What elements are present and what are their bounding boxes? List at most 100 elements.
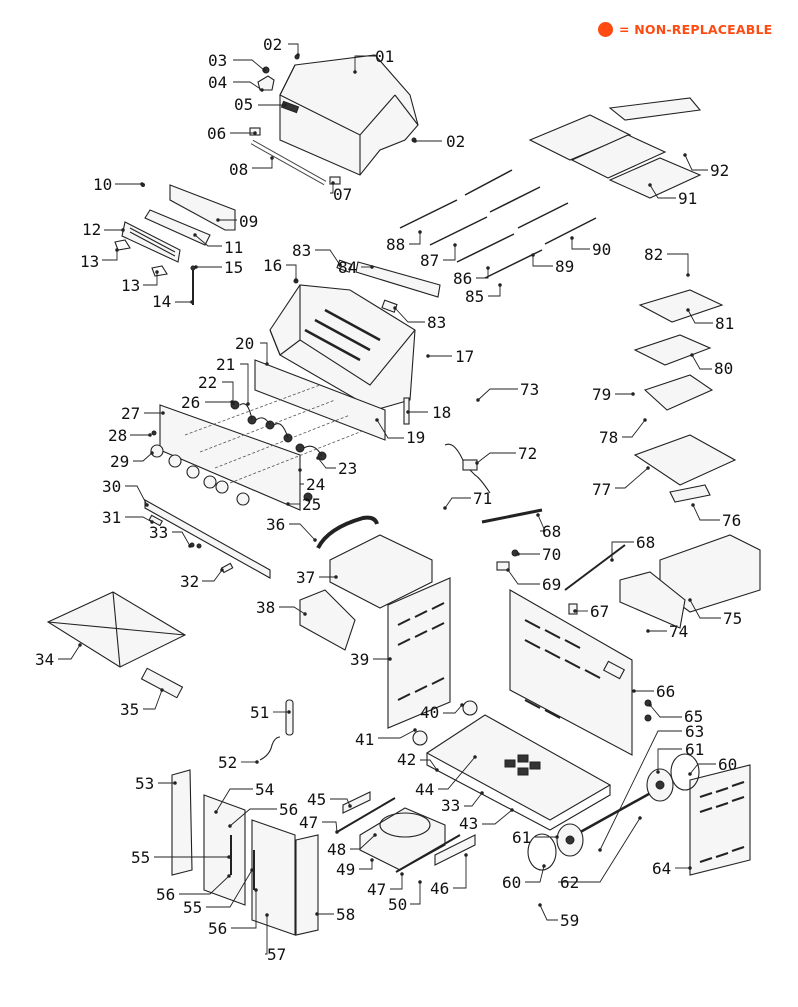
leader-line-16	[286, 264, 297, 280]
part-callout-13a: 13	[80, 252, 99, 271]
leader-line-59	[539, 904, 558, 921]
leader-tip-32	[220, 568, 224, 572]
leader-tip-33a	[188, 544, 192, 548]
leader-line-87	[443, 245, 456, 261]
part-callout-87: 87	[420, 251, 439, 270]
leader-tip-57	[265, 913, 269, 917]
leader-tip-41	[413, 728, 417, 732]
leader-line-56c	[231, 890, 257, 929]
part-callout-42: 42	[397, 750, 416, 769]
leader-line-72	[476, 452, 516, 464]
leader-line-42	[420, 759, 438, 771]
leader-tip-53	[173, 781, 177, 785]
part-callout-34: 34	[35, 650, 54, 669]
leader-line-13a	[102, 250, 118, 261]
leader-line-24	[299, 470, 304, 485]
part-callout-18: 18	[432, 403, 451, 422]
leader-line-45	[330, 798, 351, 807]
leader-line-60b	[689, 763, 716, 775]
leader-line-63	[599, 730, 682, 851]
leader-tip-05	[283, 103, 287, 107]
leader-line-61b	[657, 748, 682, 772]
part-callout-39: 39	[350, 650, 369, 669]
part-callout-49: 49	[336, 860, 355, 879]
part-firebox	[269, 284, 416, 411]
leader-tip-07	[331, 181, 335, 185]
leader-line-20	[260, 342, 268, 364]
part-callout-61a: 61	[512, 828, 531, 847]
part-callout-80: 80	[714, 359, 733, 378]
part-callout-40: 40	[420, 703, 439, 722]
leader-tip-51	[287, 710, 291, 714]
leader-tip-13a	[115, 248, 119, 252]
leader-tip-55b	[250, 868, 254, 872]
part-callout-45: 45	[307, 790, 326, 809]
part-callout-78: 78	[599, 428, 618, 447]
leader-tip-82	[686, 273, 690, 277]
leader-line-13b	[143, 272, 158, 286]
leader-lines	[58, 43, 721, 955]
leader-line-41	[378, 729, 416, 739]
leader-tip-15	[194, 265, 198, 269]
part-callout-77: 77	[592, 480, 611, 499]
leader-tip-61a	[555, 835, 559, 839]
leader-tip-38	[303, 612, 307, 616]
part-callout-88: 88	[386, 235, 405, 254]
leader-line-47a	[322, 821, 338, 833]
leader-tip-77	[646, 466, 650, 470]
part-callout-37: 37	[296, 568, 315, 587]
non-replaceable-marker-icon	[598, 22, 613, 37]
part-callout-91: 91	[678, 189, 697, 208]
part-callout-56a: 56	[279, 800, 298, 819]
part-callout-31: 31	[102, 508, 121, 527]
part-callout-59: 59	[560, 911, 579, 930]
part-lid	[279, 54, 419, 176]
part-callout-57: 57	[267, 945, 286, 964]
leader-tip-84	[370, 265, 374, 269]
leader-tip-87	[453, 243, 457, 247]
leader-line-44	[438, 756, 476, 790]
leader-tip-64	[688, 866, 692, 870]
leader-line-22	[222, 381, 234, 403]
leader-tip-02b	[413, 139, 417, 143]
part-callout-86: 86	[453, 269, 472, 288]
part-callout-02b: 02	[446, 132, 465, 151]
leader-line-07	[330, 183, 334, 194]
leader-line-23	[317, 457, 336, 469]
leader-tip-63	[598, 848, 602, 852]
leader-tip-74	[646, 629, 650, 633]
leader-line-71	[444, 497, 471, 509]
leader-tip-42	[435, 768, 439, 772]
leader-tip-04	[260, 88, 264, 92]
part-callout-04: 04	[208, 73, 227, 92]
part-callout-55b: 55	[183, 898, 202, 917]
part-callout-46: 46	[430, 879, 449, 898]
part-callout-79: 79	[592, 385, 611, 404]
part-callout-35: 35	[120, 700, 139, 719]
part-callout-03: 03	[208, 51, 227, 70]
leader-line-02a	[288, 43, 299, 55]
leader-line-91	[649, 184, 676, 199]
leader-tip-73	[476, 398, 480, 402]
leader-tip-55a	[227, 855, 231, 859]
part-callout-10: 10	[93, 175, 112, 194]
part-callout-12: 12	[82, 220, 101, 239]
leader-tip-47b	[400, 872, 404, 876]
leader-tip-56b	[227, 874, 231, 878]
part-callout-05: 05	[234, 95, 253, 114]
leader-tip-79	[631, 392, 635, 396]
leader-line-76	[692, 504, 720, 521]
leader-line-82	[667, 253, 689, 275]
leader-tip-70	[516, 552, 520, 556]
part-callout-60a: 60	[502, 873, 521, 892]
leader-tip-75	[688, 598, 692, 602]
part-callout-89: 89	[555, 257, 574, 276]
part-callout-19: 19	[406, 428, 425, 447]
leader-tip-12	[121, 228, 125, 232]
leader-tip-88	[418, 230, 422, 234]
leader-line-01	[354, 55, 377, 72]
leader-tip-68b	[610, 558, 614, 562]
leader-tip-19	[375, 418, 379, 422]
leader-line-21	[240, 363, 249, 404]
leader-tip-39	[388, 657, 392, 661]
